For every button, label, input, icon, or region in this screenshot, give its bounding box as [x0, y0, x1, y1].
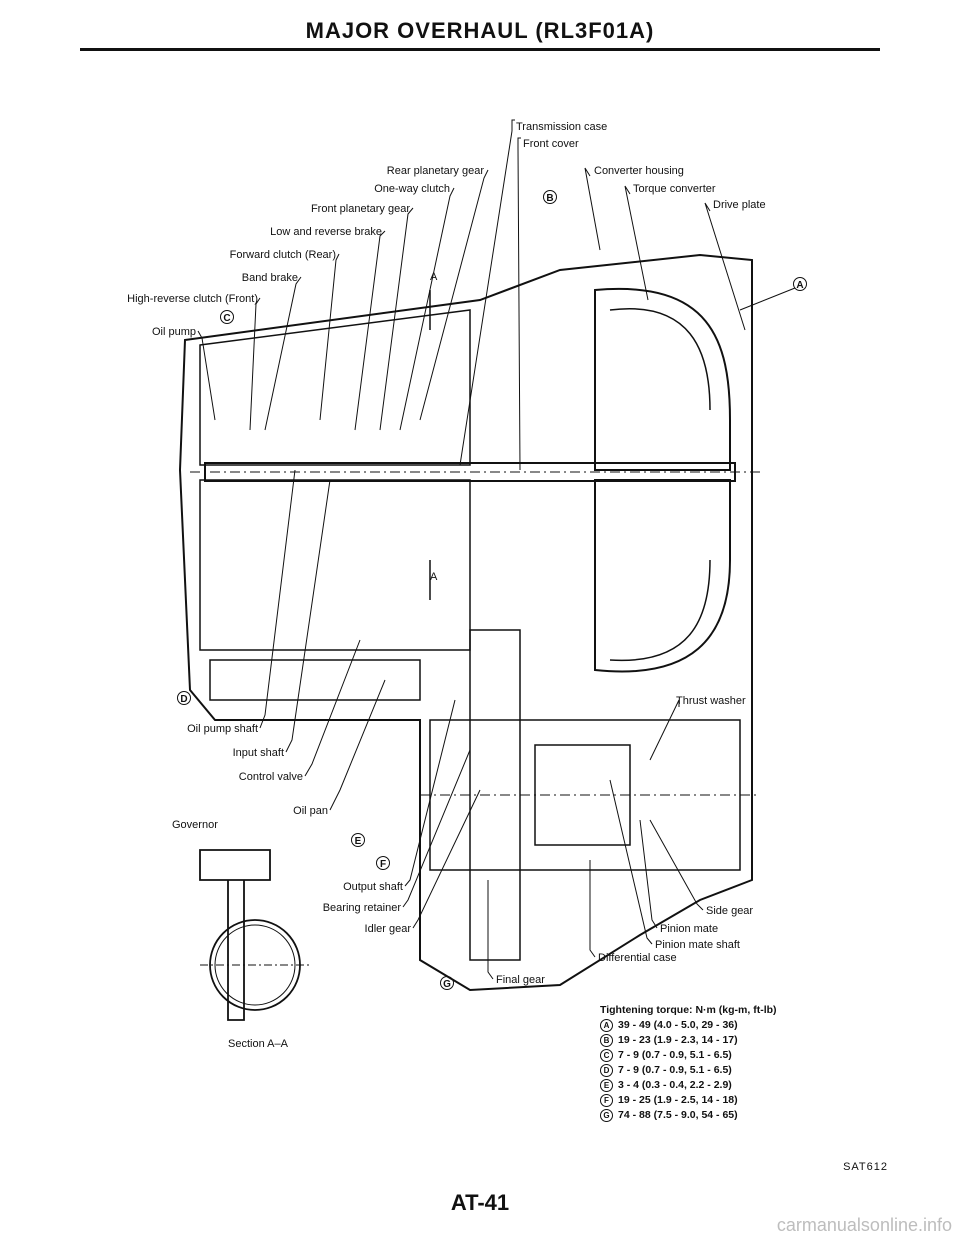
- label-converter-housing: Converter housing: [594, 165, 684, 177]
- label-drive-plate: Drive plate: [713, 199, 766, 211]
- label-section-aa: Section A–A: [228, 1038, 289, 1050]
- label-differential-case: Differential case: [598, 952, 677, 964]
- label-pinion-mate: Pinion mate: [660, 923, 718, 935]
- svg-text:A: A: [796, 280, 803, 291]
- label-low-reverse-brake: Low and reverse brake: [270, 226, 382, 238]
- watermark: carmanualsonline.info: [776, 1215, 952, 1235]
- torque-marker-e: E: [600, 1079, 613, 1092]
- torque-row: C 7 - 9 (0.7 - 0.9, 5.1 - 6.5): [600, 1048, 777, 1063]
- label-bearing-retainer: Bearing retainer: [323, 902, 402, 914]
- torque-value-c: 7 - 9 (0.7 - 0.9, 5.1 - 6.5): [618, 1049, 732, 1061]
- torque-value-a: 39 - 49 (4.0 - 5.0, 29 - 36): [618, 1019, 738, 1031]
- torque-value-b: 19 - 23 (1.9 - 2.3, 14 - 17): [618, 1034, 738, 1046]
- marker-d: D: [177, 691, 191, 705]
- label-control-valve: Control valve: [239, 771, 303, 783]
- svg-text:D: D: [180, 694, 187, 705]
- marker-b: B: [543, 190, 557, 204]
- label-output-shaft: Output shaft: [343, 881, 403, 893]
- torque-row: B 19 - 23 (1.9 - 2.3, 14 - 17): [600, 1033, 777, 1048]
- torque-heading: Tightening torque: N·m (kg-m, ft-lb): [600, 1004, 777, 1016]
- torque-value-e: 3 - 4 (0.3 - 0.4, 2.2 - 2.9): [618, 1079, 732, 1091]
- torque-marker-d: D: [600, 1064, 613, 1077]
- svg-text:B: B: [546, 193, 553, 204]
- housing-drawing: [178, 253, 760, 992]
- torque-marker-c: C: [600, 1049, 613, 1062]
- torque-row: D 7 - 9 (0.7 - 0.9, 5.1 - 6.5): [600, 1063, 777, 1078]
- label-idler-gear: Idler gear: [365, 923, 412, 935]
- label-side-gear: Side gear: [706, 905, 753, 917]
- label-front-cover: Front cover: [523, 138, 579, 150]
- label-front-planetary-gear: Front planetary gear: [311, 203, 410, 215]
- label-input-shaft: Input shaft: [233, 747, 284, 759]
- governor-section-drawing: [199, 849, 310, 1021]
- label-high-reverse-clutch: High-reverse clutch (Front): [127, 293, 258, 305]
- label-transmission-case: Transmission case: [516, 121, 607, 133]
- svg-text:C: C: [223, 313, 230, 324]
- torque-marker-b: B: [600, 1034, 613, 1047]
- label-torque-converter: Torque converter: [633, 183, 716, 195]
- torque-value-d: 7 - 9 (0.7 - 0.9, 5.1 - 6.5): [618, 1064, 732, 1076]
- svg-text:E: E: [355, 836, 362, 847]
- label-one-way-clutch: One-way clutch: [374, 183, 450, 195]
- label-governor: Governor: [172, 819, 218, 831]
- marker-c: C: [220, 310, 234, 324]
- torque-specification-table: Tightening torque: N·m (kg-m, ft-lb) A 39…: [600, 1003, 777, 1123]
- label-oil-pump-shaft: Oil pump shaft: [187, 723, 258, 735]
- label-thrust-washer: Thrust washer: [676, 695, 746, 707]
- torque-marker-f: F: [600, 1094, 613, 1107]
- label-oil-pan: Oil pan: [293, 805, 328, 817]
- title-rule: [80, 48, 880, 51]
- torque-row: A 39 - 49 (4.0 - 5.0, 29 - 36): [600, 1018, 777, 1033]
- section-mark-bottom: A: [430, 571, 438, 583]
- leader-lines: [197, 119, 796, 980]
- label-oil-pump: Oil pump: [152, 326, 196, 338]
- figure-code: SAT612: [843, 1161, 888, 1173]
- torque-row: F 19 - 25 (1.9 - 2.5, 14 - 18): [600, 1093, 777, 1108]
- page-title: MAJOR OVERHAUL (RL3F01A): [305, 18, 655, 43]
- svg-text:G: G: [443, 979, 451, 990]
- torque-value-g: 74 - 88 (7.5 - 9.0, 54 - 65): [618, 1109, 738, 1121]
- label-final-gear: Final gear: [496, 974, 545, 986]
- torque-row: G 74 - 88 (7.5 - 9.0, 54 - 65): [600, 1108, 777, 1123]
- marker-a: A: [793, 277, 807, 291]
- torque-row: E 3 - 4 (0.3 - 0.4, 2.2 - 2.9): [600, 1078, 777, 1093]
- label-forward-clutch: Forward clutch (Rear): [230, 249, 336, 261]
- marker-g: G: [440, 976, 454, 990]
- torque-value-f: 19 - 25 (1.9 - 2.5, 14 - 18): [618, 1094, 738, 1106]
- label-band-brake: Band brake: [242, 272, 298, 284]
- svg-text:F: F: [380, 859, 386, 870]
- label-rear-planetary-gear: Rear planetary gear: [387, 165, 485, 177]
- label-pinion-mate-shaft: Pinion mate shaft: [655, 939, 740, 951]
- torque-marker-a: A: [600, 1019, 613, 1032]
- marker-e: E: [351, 833, 365, 847]
- section-mark-top: A: [430, 271, 438, 283]
- page-number: AT-41: [450, 1190, 510, 1215]
- torque-marker-g: G: [600, 1109, 613, 1122]
- marker-f: F: [376, 856, 390, 870]
